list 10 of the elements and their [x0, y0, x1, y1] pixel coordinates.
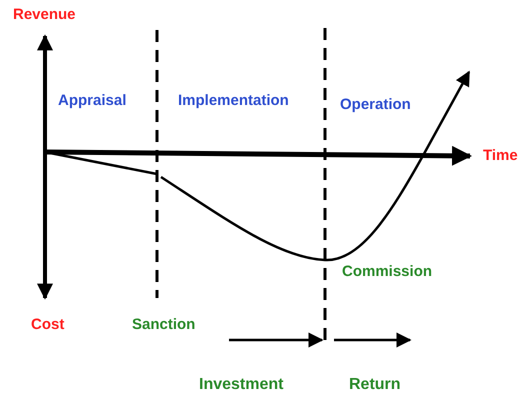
axis-label: Cost [31, 317, 64, 334]
period-label: Investment [199, 376, 284, 394]
period-label: Return [349, 376, 401, 394]
axis-label: Time [483, 148, 518, 164]
milestone-label: Commission [342, 264, 432, 280]
milestone-label: Sanction [132, 317, 196, 334]
phase-label: Implementation [178, 93, 289, 110]
phase-label: Operation [340, 97, 411, 114]
axis-label: Revenue [13, 7, 76, 24]
phase-label: Appraisal [58, 93, 126, 110]
